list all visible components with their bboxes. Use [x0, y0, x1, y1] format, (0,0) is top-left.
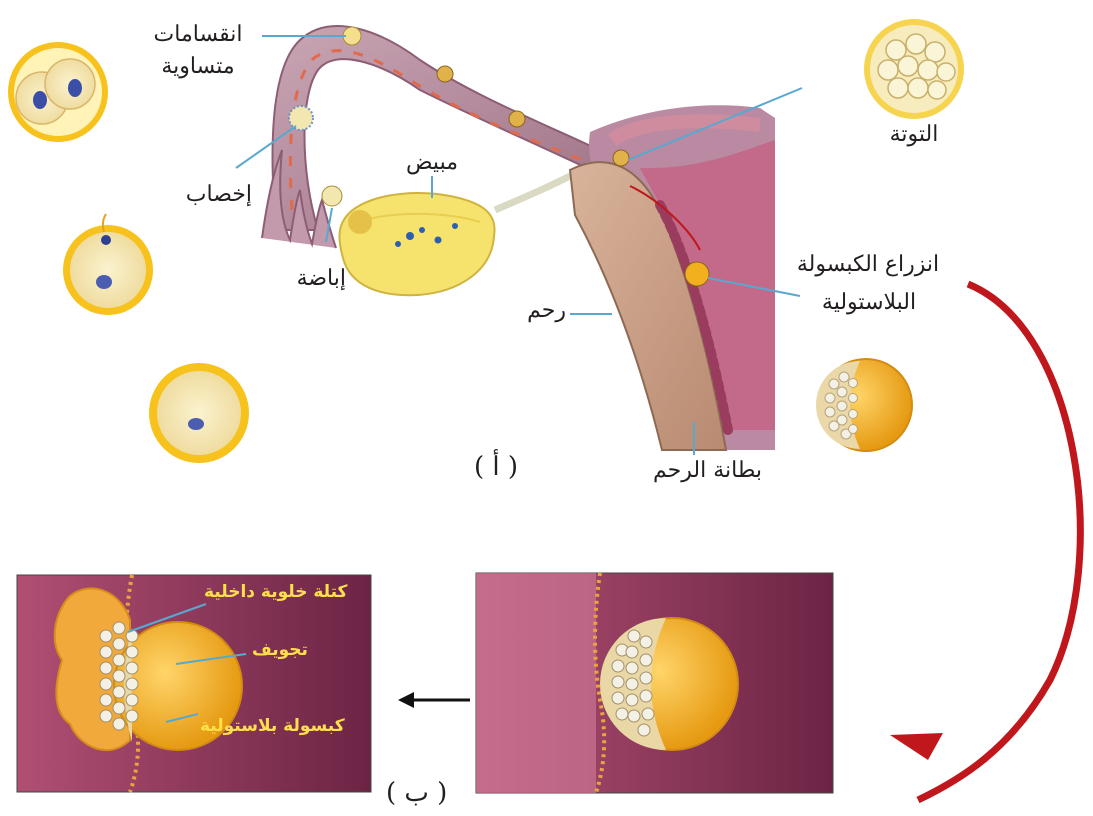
- label-blastocyst: كبسولة بلاستولية: [200, 716, 345, 736]
- blastocyst-small: [816, 359, 912, 451]
- ovulated-egg: [149, 363, 249, 463]
- fertilized-egg: [63, 214, 153, 315]
- panel-tag-b: ( ب ): [386, 778, 447, 808]
- label-equal-divisions-line1: انقسامات: [138, 20, 258, 50]
- label-implantation-line2: البلاستولية: [784, 288, 954, 318]
- morula: [864, 19, 964, 119]
- label-fertilization: إخصاب: [152, 180, 252, 210]
- panel-approaching: [476, 573, 833, 793]
- uterus: [570, 105, 775, 450]
- label-morula: التوتة: [852, 120, 976, 150]
- label-inner-cell-mass: كتلة خلوية داخلية: [204, 582, 347, 602]
- panel-tag-a: ( أ ): [474, 452, 518, 482]
- label-equal-divisions-line2: متساوية: [138, 52, 258, 82]
- label-ovulation: إباضة: [262, 264, 346, 294]
- transition-arrow: [890, 284, 1080, 800]
- label-ovary: مبيض: [390, 148, 474, 178]
- two-cell-stage: [8, 42, 108, 142]
- label-uterus: رحم: [500, 296, 566, 326]
- label-endometrium: بطانة الرحم: [612, 456, 762, 486]
- panel-implanted: [17, 575, 371, 792]
- panel-arrow: [398, 692, 470, 708]
- ovary: [339, 165, 590, 295]
- label-cavity: تجويف: [252, 640, 308, 660]
- label-implantation-line1: انزراع الكبسولة: [768, 250, 968, 280]
